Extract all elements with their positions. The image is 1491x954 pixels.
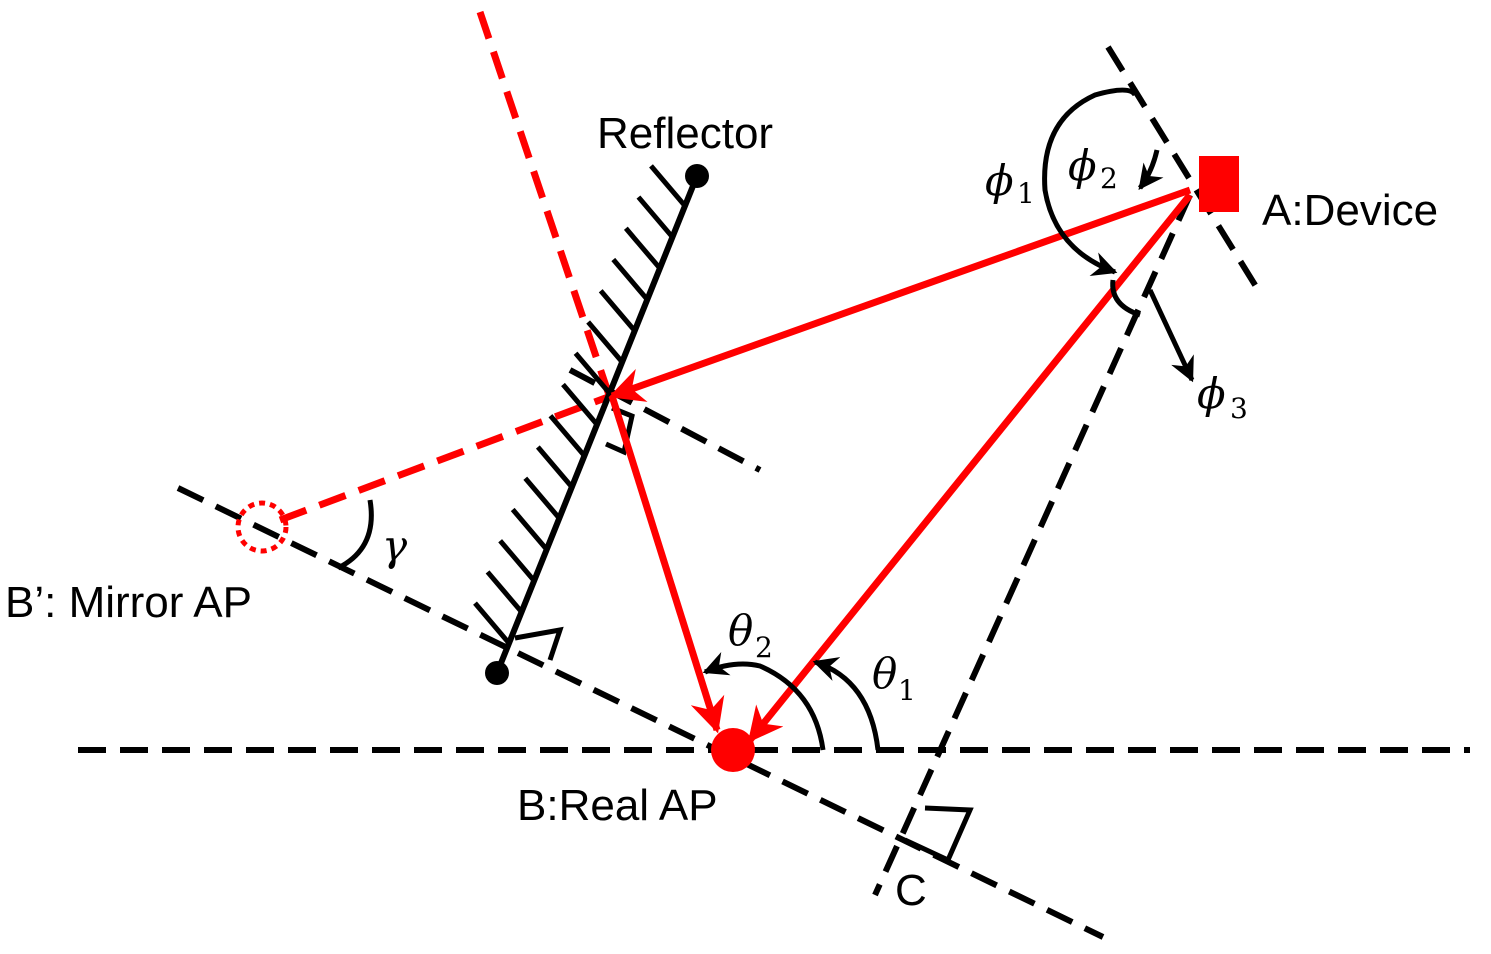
hatch-mark: [611, 257, 650, 302]
hatch-mark: [623, 226, 662, 270]
hatch-mark: [649, 164, 687, 208]
svg-text:ϕ: ϕ: [1068, 141, 1097, 190]
phi2-label: ϕ 2: [1068, 141, 1118, 195]
reflector-endpoint-top: [685, 164, 709, 188]
mirror-ap-marker: [235, 500, 289, 554]
real-ap-marker: [711, 728, 755, 772]
hatch-mark: [586, 320, 625, 364]
normal-line-at-reflection: [568, 367, 762, 473]
reflector-label: Reflector: [597, 109, 773, 158]
hatch-mark: [561, 382, 599, 427]
phi2-arc: [1137, 149, 1164, 191]
mirror-ap-label: B’: Mirror AP: [5, 578, 252, 627]
theta1-label: θ 1: [872, 649, 916, 707]
hatch-mark: [473, 601, 511, 645]
device-to-reflector-ray: [608, 186, 1192, 402]
phi1-arc: [1042, 87, 1138, 276]
reflector-endpoint-bottom: [485, 661, 509, 685]
right-angle-marker-c: [903, 805, 974, 864]
svg-text:3: 3: [1230, 392, 1248, 425]
theta1-arc: [812, 657, 881, 751]
reflector-to-ap-ray: [608, 394, 725, 734]
hatch-mark: [523, 476, 562, 520]
device-tangent-line: [1105, 45, 1263, 295]
right-angle-marker-mirror: [514, 626, 564, 661]
mirror-virtual-path: [278, 393, 610, 524]
hatch-mark: [598, 289, 637, 333]
svg-text:ϕ: ϕ: [985, 156, 1014, 205]
hatch-mark: [636, 195, 675, 239]
phi1-label: ϕ 1: [985, 156, 1035, 210]
hatch-mark: [510, 507, 549, 552]
svg-text:θ: θ: [728, 606, 753, 655]
phi3-label: ϕ 3: [1197, 369, 1248, 425]
svg-text:1: 1: [898, 674, 916, 707]
theta2-label: θ 2: [728, 606, 773, 664]
gamma-arc: [336, 499, 374, 571]
svg-text:1: 1: [1017, 177, 1035, 210]
svg-text:ϕ: ϕ: [1197, 369, 1226, 418]
hatch-mark: [548, 414, 587, 458]
svg-text:2: 2: [1100, 162, 1118, 195]
device-to-c-line: [872, 193, 1193, 897]
reflector-hatching: [473, 164, 687, 645]
phi3-pointer: [1147, 288, 1195, 383]
device-to-ap-direct-ray: [747, 192, 1193, 743]
gamma-label: γ: [382, 521, 408, 570]
hatch-mark: [498, 539, 537, 583]
theta2-arc: [702, 652, 826, 751]
svg-text:θ: θ: [872, 649, 897, 698]
phi3-arc: [1110, 279, 1141, 318]
mirror-axis-line: [176, 485, 1105, 940]
real-ap-label: B:Real AP: [517, 781, 718, 830]
virtual-ray-line: [476, 10, 614, 400]
hatch-mark: [573, 351, 612, 395]
point-c-label: C: [895, 866, 927, 915]
svg-text:2: 2: [755, 631, 773, 664]
device-label: A:Device: [1262, 186, 1438, 235]
hatch-mark: [535, 445, 574, 489]
right-angle-marker-reflection: [604, 405, 635, 456]
hatch-mark: [485, 570, 524, 614]
device-marker: [1199, 156, 1239, 212]
